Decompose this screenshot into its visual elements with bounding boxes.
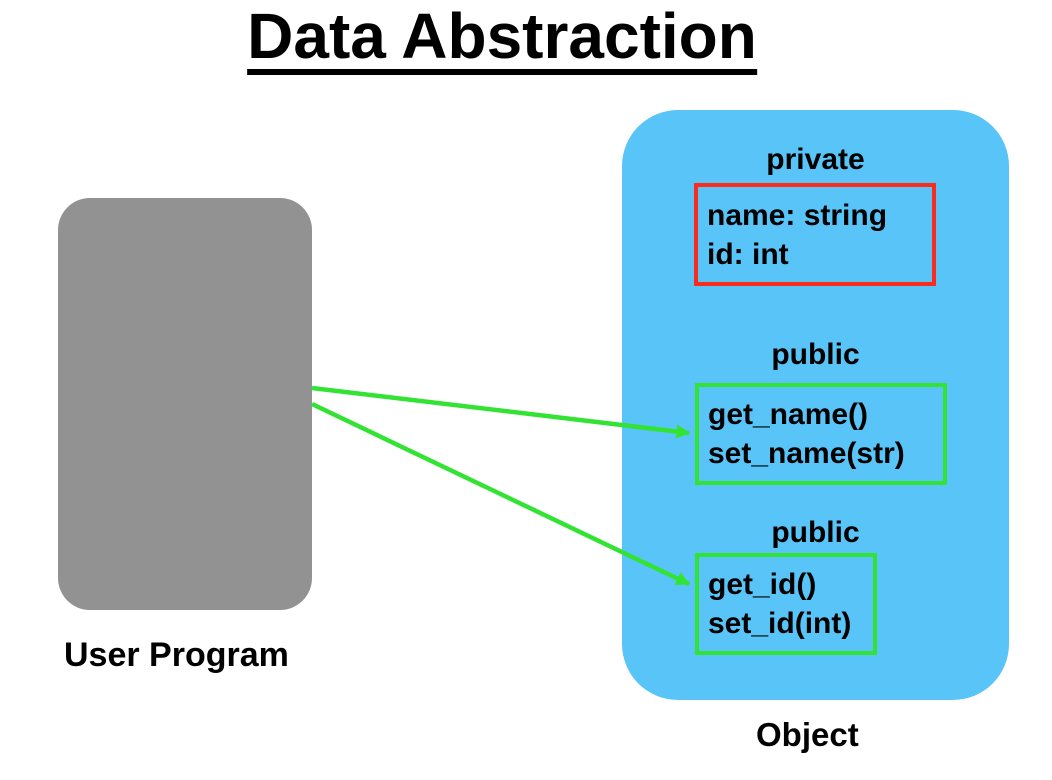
member-line: get_name() [708, 398, 869, 431]
object-label: Object [756, 716, 859, 753]
object-box: private name: string id: int public get_… [622, 110, 1009, 700]
member-line: id: int [707, 237, 789, 271]
member-line: set_id(int) [708, 607, 852, 640]
user-program-label: User Program [64, 636, 289, 674]
member-line: get_id() [708, 568, 817, 601]
public-name-methods-box: get_name() set_name(str) [695, 383, 947, 485]
member-line: set_name(str) [708, 437, 905, 470]
access-label-private: private [766, 143, 865, 176]
private-members-box: name: string id: int [694, 183, 936, 286]
access-label-public-name: public [771, 338, 860, 371]
user-program-box [58, 198, 312, 610]
public-id-methods-box: get_id() set_id(int) [695, 553, 877, 655]
access-label-public-id: public [771, 516, 860, 549]
page-title: Data Abstraction [247, 4, 757, 75]
member-line: name: string [707, 198, 888, 232]
